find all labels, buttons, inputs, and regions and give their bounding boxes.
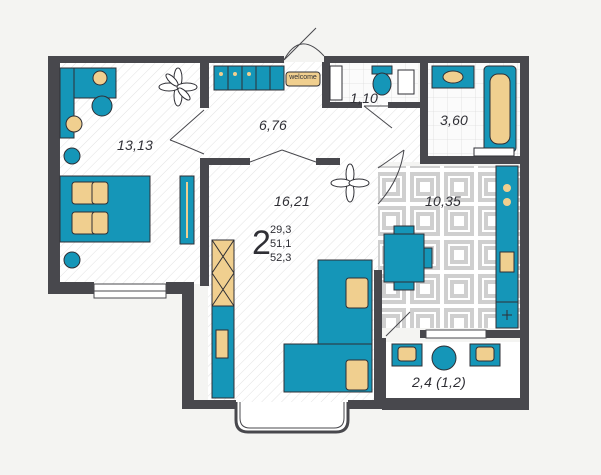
bay-window [234,402,350,434]
wall-balcony-right [520,330,529,410]
kitchen-furniture [383,165,519,329]
balcony-furniture [391,343,501,371]
entry-door [283,27,325,61]
bedroom-door [169,109,205,155]
living-door [249,149,317,163]
hall-floor-2 [326,104,426,162]
speaker [65,115,83,133]
hall-furniture [213,65,321,91]
chair-top [91,95,113,117]
balcony-window [425,329,487,339]
doors [169,27,411,337]
living-furniture [211,163,373,399]
area-label-wc: 1,10 [350,90,379,106]
total-area-value: 51,1 [270,238,292,250]
plant-bedroom [158,67,198,107]
area-label-hall: 6,76 [259,117,288,133]
wall-wc-bottom-r [388,102,422,108]
bedroom-floor [60,62,208,284]
wall-balcony-bottom [382,398,528,410]
wc-furniture [329,65,415,101]
bedroom-furniture [59,67,198,269]
dining-table [383,233,425,283]
pillow-4 [91,211,109,235]
nightstand-top [63,147,81,165]
wall-balcony-left [380,338,386,402]
wall-hall-living-l [204,158,250,165]
chair-1 [393,225,415,235]
wall-top-right [324,56,528,63]
wall-right [520,56,529,338]
area-label-kitchen: 10,35 [425,193,462,209]
wardrobe [211,239,235,307]
total-with-balcony-value: 52,3 [270,252,292,264]
plant-living [330,163,370,203]
walls [48,56,529,410]
nightstand-bottom [63,251,81,269]
balcony-door [385,311,411,337]
bath-shelf [473,147,515,157]
living-area-value: 29,3 [270,224,292,236]
apartment-summary: 2 29,3 51,1 52,3 [250,222,320,268]
doormat-label: welcome [289,74,317,81]
wall-living-kitchen [374,270,382,402]
doormat [285,71,321,87]
wall-wc-bottom [322,102,362,108]
kitchen-door [377,149,405,205]
wall-bottom-l [182,400,236,409]
desk-lamp [92,70,108,86]
wc-sink [397,69,415,95]
wall-wc-bath [420,62,428,162]
area-label-bedroom: 13,13 [117,137,154,153]
wall-bedroom-hall [200,62,209,108]
wall-lower-left [182,282,194,408]
wall-bath-bottom [420,156,526,164]
wall-outer-top [48,56,284,63]
wall-bedroom-living [200,158,209,286]
area-label-bathroom: 3,60 [440,112,469,128]
room-count: 2 [252,224,271,262]
balcony-table [431,345,457,371]
chair-3 [393,281,415,291]
area-label-balcony: 2,4 (1,2) [412,374,466,390]
windows [93,283,487,434]
wall-outer-left [48,56,60,288]
chair-2 [423,247,433,269]
wall-bedroom-bottom-l [48,282,94,294]
wall-wc-left [322,62,330,106]
wc-door [363,105,393,129]
wall-hall-living-r [316,158,340,165]
toilet-bowl [372,72,392,96]
wc-shelf [329,65,343,101]
shoe-cabinet [213,65,285,91]
bath-furniture [431,65,517,157]
area-label-living: 16,21 [274,193,311,209]
pillow-3 [91,181,109,205]
wall-bottom-r [348,400,384,409]
